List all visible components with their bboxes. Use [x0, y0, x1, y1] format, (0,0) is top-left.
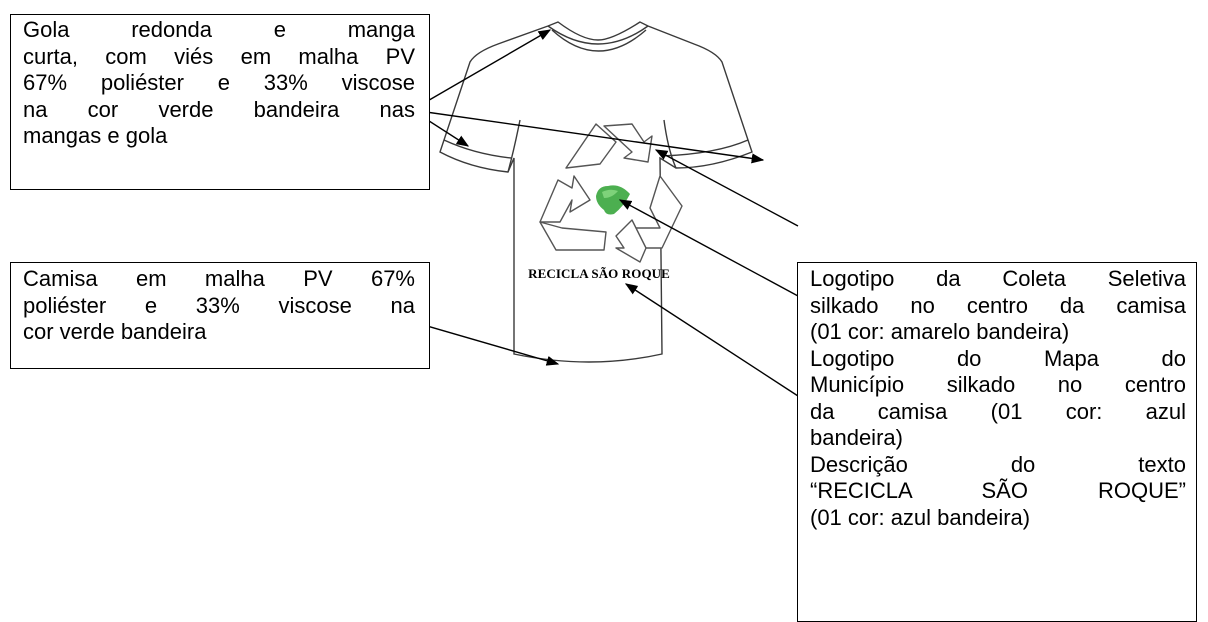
callout-line: Camisa em malha PV 67% [23, 266, 415, 291]
callout-line: Logotipo da Coleta Seletiva [810, 266, 1186, 291]
shirt-fabric-callout: Camisa em malha PV 67% poliéster e 33% v… [10, 262, 430, 369]
callout-line: (01 cor: azul bandeira) [810, 504, 1031, 530]
callout-line: bandeira) [810, 425, 903, 450]
callout-line: 67% poliéster e 33% viscose [23, 70, 415, 95]
callout-line: silkado no centro da camisa [810, 292, 1186, 318]
t-shirt-icon [439, 21, 753, 363]
callout-line: Gola redonda e manga [23, 17, 415, 42]
callout-line: Logotipo do Mapa do [810, 345, 1186, 371]
callout-line: cor verde bandeira [23, 319, 207, 344]
callout-line: curta, com viés em malha PV [23, 43, 415, 69]
logos-text-callout: Logotipo da Coleta Seletiva silkado no c… [797, 262, 1197, 622]
arrow-to-collar [411, 29, 552, 111]
arrow-to-map-logo [618, 199, 799, 297]
callout-line: Município silkado no centro [810, 372, 1186, 397]
municipality-map-icon [596, 185, 630, 215]
callout-line: Descrição do texto [810, 451, 1186, 477]
callout-line: (01 cor: amarelo bandeira) [810, 319, 1070, 344]
callout-line: poliéster e 33% viscose na [23, 292, 415, 318]
collar-sleeve-callout: Gola redonda e manga curta, com viés em … [10, 14, 430, 190]
callout-line: “RECICLA SÃO ROQUE” [810, 478, 1186, 503]
shirt-print-text: RECICLA SÃO ROQUE [528, 266, 670, 281]
callout-line: da camisa (01 cor: azul [810, 398, 1186, 424]
callout-line: na cor verde bandeira nas [23, 96, 415, 122]
callout-line: mangas e gola [23, 123, 168, 148]
arrow-to-print-text [624, 283, 799, 397]
arrow-to-recycle-logo [654, 149, 799, 227]
recycle-icon [539, 123, 683, 263]
arrow-to-right-sleeve [411, 109, 765, 164]
